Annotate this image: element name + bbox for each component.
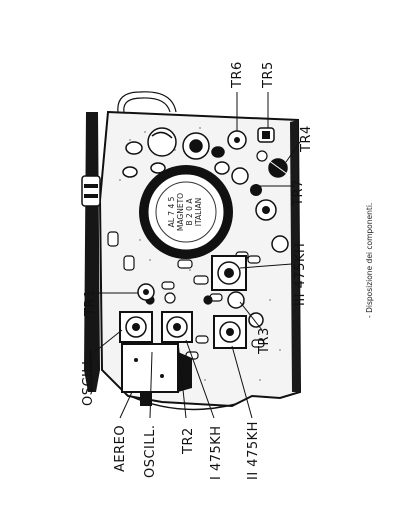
label-tr3: TR3 bbox=[257, 327, 272, 355]
label-if3: III 475KH bbox=[293, 243, 308, 306]
transistor-tr4 bbox=[256, 150, 291, 178]
label-if2: II 475KH bbox=[246, 421, 261, 480]
label-oscill-bottom: OSCILL. bbox=[143, 424, 158, 478]
speaker-text-line-1: AL 7 4 5 bbox=[167, 196, 176, 227]
label-tr5: TR5 bbox=[261, 61, 276, 89]
loudspeaker: AL 7 4 5 MAGNETO B 2 0 A ITALIAN bbox=[139, 165, 233, 259]
label-if1: I 475KH bbox=[209, 425, 224, 480]
wire-loop bbox=[117, 91, 177, 113]
speaker-text-line-3: B 2 0 A bbox=[185, 198, 194, 226]
label-tr6: TR6 bbox=[230, 61, 245, 89]
label-aereo: AEREO bbox=[113, 425, 128, 472]
label-tr1: TR1 bbox=[83, 289, 98, 317]
if-transformer-1 bbox=[161, 311, 193, 343]
transistor-tr7 bbox=[231, 167, 289, 253]
figure-caption: - Disposizione dei componenti. bbox=[365, 203, 374, 318]
oscillator-coil bbox=[119, 311, 153, 343]
label-oscill-top: OSCILL. bbox=[81, 352, 96, 406]
label-tr2: TR2 bbox=[181, 427, 196, 455]
label-tr4: TR4 bbox=[299, 125, 314, 153]
ferrite-antenna-rod bbox=[81, 112, 101, 393]
transistor-tr3 bbox=[227, 291, 264, 328]
transistor-tr6 bbox=[227, 130, 247, 150]
transistor-tr1 bbox=[137, 283, 155, 301]
tuning-capacitor bbox=[121, 343, 192, 406]
leader-lines bbox=[91, 92, 301, 419]
if-transformer-2 bbox=[213, 315, 247, 349]
speaker-text-line-4: ITALIAN bbox=[194, 198, 203, 226]
transistor-tr5 bbox=[257, 127, 275, 143]
speaker-text-line-2: MAGNETO bbox=[176, 193, 185, 231]
electrolytic-capacitors bbox=[122, 127, 230, 178]
label-tr7: TR7 bbox=[291, 179, 306, 207]
if-transformer-3 bbox=[211, 255, 247, 291]
